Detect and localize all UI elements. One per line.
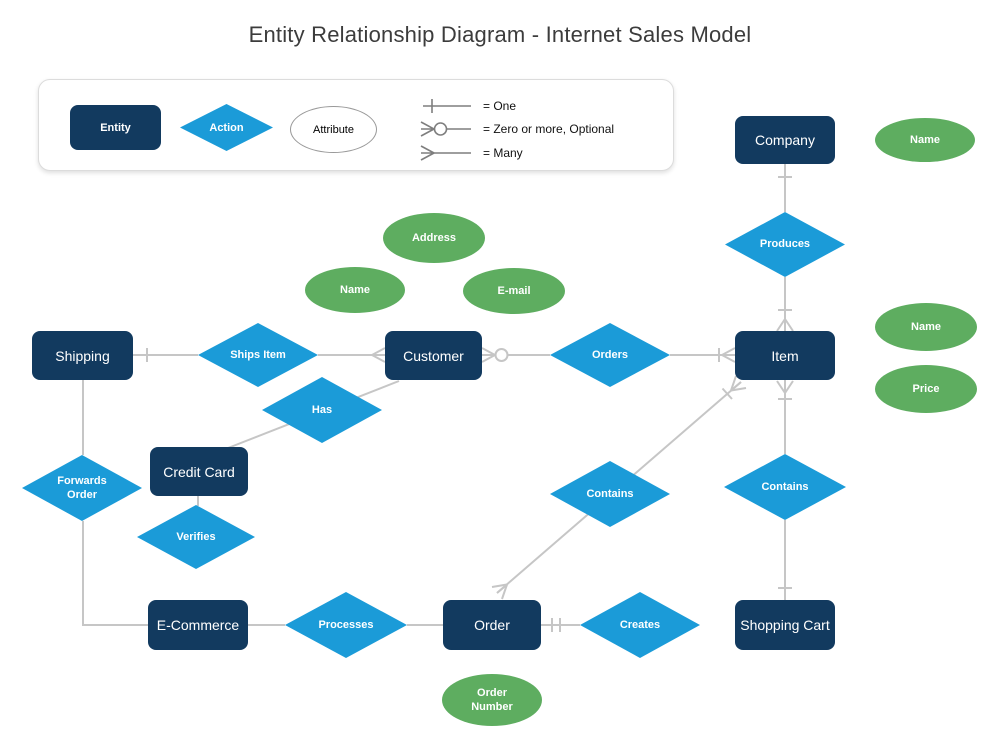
attribute-item-name: Name bbox=[875, 303, 977, 351]
connector-shipsitem-customer bbox=[318, 347, 386, 363]
legend-action-label: Action bbox=[209, 121, 244, 134]
action-orders-label: Orders bbox=[591, 348, 629, 361]
action-creates-label: Creates bbox=[619, 618, 661, 631]
attribute-order-number: Order Number bbox=[442, 674, 542, 726]
action-forwards-order-label: Forwards Order bbox=[57, 474, 107, 501]
entity-credit-card-label: Credit Card bbox=[163, 463, 235, 480]
legend-action-swatch: Action bbox=[180, 104, 273, 151]
legend-panel: Entity Action Attribute = One = Zero or … bbox=[38, 79, 674, 171]
attribute-customer-name: Name bbox=[305, 267, 405, 313]
legend-zero-or-more-label: = Zero or more, Optional bbox=[483, 122, 615, 136]
connector-customer-orders bbox=[481, 347, 550, 363]
attribute-price-label: Price bbox=[912, 382, 940, 395]
entity-company: Company bbox=[735, 116, 835, 164]
attribute-price: Price bbox=[875, 365, 977, 413]
entity-item: Item bbox=[735, 331, 835, 380]
legend-attribute-swatch: Attribute bbox=[290, 106, 377, 153]
attribute-email-label: E-mail bbox=[497, 284, 531, 297]
action-verifies-label: Verifies bbox=[176, 530, 216, 543]
entity-e-commerce: E-Commerce bbox=[148, 600, 248, 650]
action-contains-item-cart-label: Contains bbox=[761, 480, 809, 493]
attribute-order-number-label: Order Number bbox=[471, 686, 513, 713]
attribute-address-label: Address bbox=[411, 231, 457, 244]
legend-entity-label: Entity bbox=[100, 121, 131, 134]
attribute-company-name-label: Name bbox=[910, 133, 940, 146]
legend-cardinality-symbols bbox=[420, 99, 471, 161]
attribute-address: Address bbox=[383, 213, 485, 263]
entity-shipping: Shipping bbox=[32, 331, 133, 380]
entity-customer-label: Customer bbox=[403, 347, 464, 364]
entity-e-commerce-label: E-Commerce bbox=[156, 617, 240, 633]
entity-shopping-cart: Shopping Cart bbox=[735, 600, 835, 650]
legend-many-label: = Many bbox=[483, 146, 523, 160]
connector-contains-shoppingcart bbox=[778, 520, 792, 600]
entity-company-label: Company bbox=[755, 132, 815, 148]
one-symbol bbox=[423, 99, 471, 113]
legend-one-label: = One bbox=[483, 99, 517, 113]
action-contains-item-order-label: Contains bbox=[586, 487, 634, 500]
zero-or-more-symbol bbox=[420, 121, 471, 137]
entity-credit-card: Credit Card bbox=[150, 447, 248, 496]
diagram-title: Entity Relationship Diagram - Internet S… bbox=[248, 22, 752, 47]
action-produces-label: Produces bbox=[759, 238, 811, 251]
action-processes-label: Processes bbox=[318, 618, 374, 631]
connector-forwardsorder-ecommerce bbox=[82, 521, 148, 626]
legend-attribute-label: Attribute bbox=[313, 123, 354, 136]
connector-produces-item bbox=[776, 277, 794, 332]
entity-item-label: Item bbox=[771, 347, 799, 364]
connector-order-creates bbox=[541, 618, 580, 632]
attribute-item-name-label: Name bbox=[911, 320, 941, 333]
attribute-email: E-mail bbox=[463, 268, 565, 314]
connector-company-produces bbox=[778, 164, 792, 212]
action-has-label: Has bbox=[311, 403, 333, 416]
entity-order-label: Order bbox=[474, 617, 510, 633]
connector-shipping-shipsitem bbox=[133, 348, 198, 362]
entity-order: Order bbox=[443, 600, 541, 650]
many-symbol bbox=[420, 145, 471, 161]
attribute-company-name: Name bbox=[875, 118, 975, 162]
entity-customer: Customer bbox=[385, 331, 482, 380]
connector-orders-item bbox=[670, 347, 736, 363]
entity-shipping-label: Shipping bbox=[55, 347, 110, 364]
attribute-customer-name-label: Name bbox=[340, 283, 370, 296]
legend-entity-swatch: Entity bbox=[70, 105, 161, 150]
entity-shopping-cart-label: Shopping Cart bbox=[740, 617, 830, 633]
connector-item-contains-right bbox=[776, 380, 794, 454]
action-ships-item-label: Ships Item bbox=[230, 348, 286, 361]
